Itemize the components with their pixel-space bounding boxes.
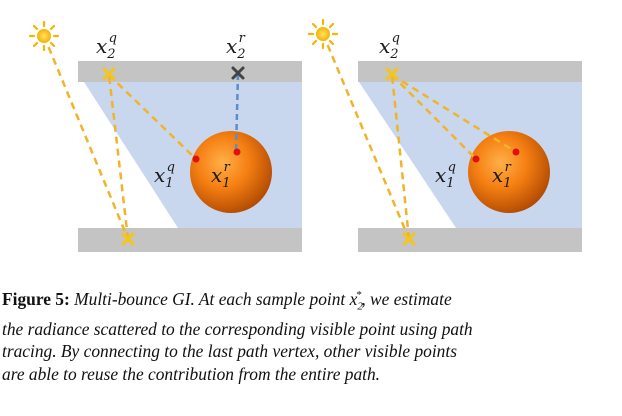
cross-marker-icon bbox=[231, 66, 245, 80]
caption-line-3: tracing. By connecting to the last path … bbox=[2, 341, 457, 362]
light-path bbox=[391, 74, 477, 160]
cross-marker-icon bbox=[121, 232, 135, 246]
caption-math: x2* bbox=[349, 288, 363, 313]
light-path bbox=[321, 33, 411, 240]
visible-region bbox=[84, 82, 302, 228]
caption-line-4: are able to reuse the contribution from … bbox=[2, 364, 381, 385]
panel-right: x2q x1q x1r bbox=[307, 18, 582, 252]
sun-icon bbox=[28, 20, 60, 52]
label-x1q: x1q bbox=[154, 160, 175, 191]
sphere bbox=[190, 131, 272, 213]
figure-label: Figure 5: bbox=[2, 288, 70, 309]
light-path bbox=[107, 74, 130, 240]
caption-text: , we estimate bbox=[361, 288, 452, 309]
red-dot-icon bbox=[512, 148, 520, 156]
red-dot-icon bbox=[233, 148, 241, 156]
bottom-wall bbox=[358, 228, 582, 252]
caption-line-1: Figure 5: Multi-bounce GI. At each sampl… bbox=[2, 284, 614, 318]
label-x1r: x1r bbox=[211, 160, 231, 191]
red-dot-icon bbox=[472, 155, 480, 163]
caption-line-2: the radiance scattered to the correspond… bbox=[2, 318, 473, 339]
top-wall bbox=[78, 61, 302, 82]
figure-illustration: x2q x2r x1q x1r bbox=[28, 18, 582, 252]
label-x2r: x2r bbox=[226, 31, 246, 62]
label-x1r: x1r bbox=[492, 160, 512, 191]
panel-left: x2q x2r x1q x1r bbox=[28, 20, 302, 252]
light-path bbox=[42, 35, 130, 240]
cross-marker-icon bbox=[402, 232, 416, 246]
light-path bbox=[390, 74, 411, 240]
top-wall bbox=[358, 61, 582, 82]
caption-text: Multi-bounce GI. At each sample point bbox=[74, 288, 346, 309]
light-path bbox=[391, 73, 517, 154]
bottom-wall bbox=[78, 228, 302, 252]
cross-marker-icon bbox=[385, 67, 399, 81]
cross-marker-icon bbox=[102, 67, 116, 81]
red-dot-icon bbox=[192, 155, 200, 163]
sphere bbox=[468, 131, 550, 213]
label-x2q: x2q bbox=[96, 31, 117, 62]
light-path bbox=[108, 74, 197, 160]
blocked-path bbox=[234, 73, 240, 151]
label-x2q: x2q bbox=[379, 31, 400, 62]
sun-icon bbox=[307, 18, 339, 50]
label-x1q: x1q bbox=[435, 160, 456, 191]
figure-caption: Figure 5: Multi-bounce GI. At each sampl… bbox=[2, 284, 614, 386]
